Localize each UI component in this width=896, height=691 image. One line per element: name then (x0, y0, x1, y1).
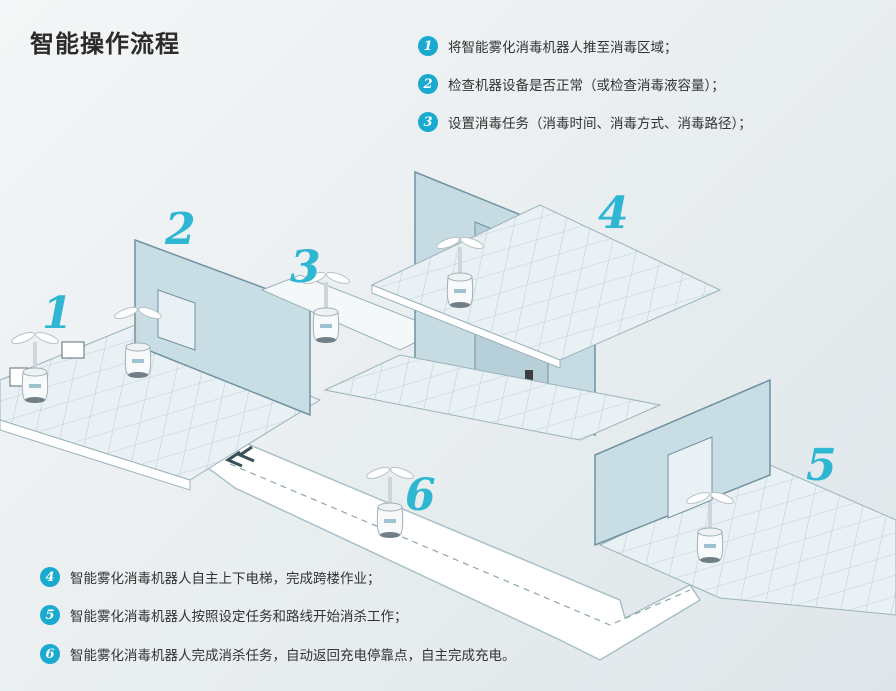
scene-number-2: 2 (164, 204, 196, 255)
scene-number-6: 6 (405, 470, 436, 521)
step-1: 1 将智能雾化消毒机器人推至消毒区域； (418, 36, 678, 56)
scene-number-1: 1 (42, 288, 73, 339)
step-3: 3 设置消毒任务（消毒时间、消毒方式、消毒路径）； (418, 112, 752, 132)
upper-floor-edge (371, 284, 561, 369)
step-text-1: 将智能雾化消毒机器人推至消毒区域； (448, 40, 678, 56)
step-6: 6 智能雾化消毒机器人完成消杀任务，自动返回充电停靠点，自主完成充电。 (40, 644, 516, 664)
floor-area-1 (0, 324, 322, 481)
page-title: 智能操作流程 (30, 30, 180, 58)
step-badge-4: 4 (40, 567, 60, 587)
step-2: 2 检查机器设备是否正常（或检查消毒液容量）； (418, 74, 725, 94)
step-5: 5 智能雾化消毒机器人按照设定任务和路线开始消杀工作； (40, 605, 408, 625)
route-dashed-line (229, 463, 691, 626)
step-4: 4 智能雾化消毒机器人自主上下电梯，完成跨楼作业； (40, 567, 381, 587)
step-text-4: 智能雾化消毒机器人自主上下电梯，完成跨楼作业； (70, 571, 381, 587)
return-route-path (198, 439, 702, 661)
door-opening-2 (157, 289, 196, 351)
step-badge-1: 1 (418, 36, 438, 56)
step-badge-6: 6 (40, 644, 60, 664)
floor-edge-1 (0, 419, 191, 491)
scene-number-3: 3 (290, 242, 321, 293)
step-text-3: 设置消毒任务（消毒时间、消毒方式、消毒路径）； (448, 116, 752, 132)
charging-dock (61, 341, 85, 359)
step-badge-5: 5 (40, 605, 60, 625)
step-text-6: 智能雾化消毒机器人完成消杀任务，自动返回充电停靠点，自主完成充电。 (70, 648, 516, 664)
route-arrow-icon (224, 445, 255, 468)
step-text-5: 智能雾化消毒机器人按照设定任务和路线开始消杀工作； (70, 609, 408, 625)
step-text-2: 检查机器设备是否正常（或检查消毒液容量）； (448, 78, 725, 94)
scene-number-5: 5 (806, 440, 837, 491)
elevator-panel-lower (525, 370, 533, 384)
lower-floor (323, 354, 662, 441)
step-badge-2: 2 (418, 74, 438, 94)
scene-number-4: 4 (598, 188, 629, 239)
step-badge-3: 3 (418, 112, 438, 132)
